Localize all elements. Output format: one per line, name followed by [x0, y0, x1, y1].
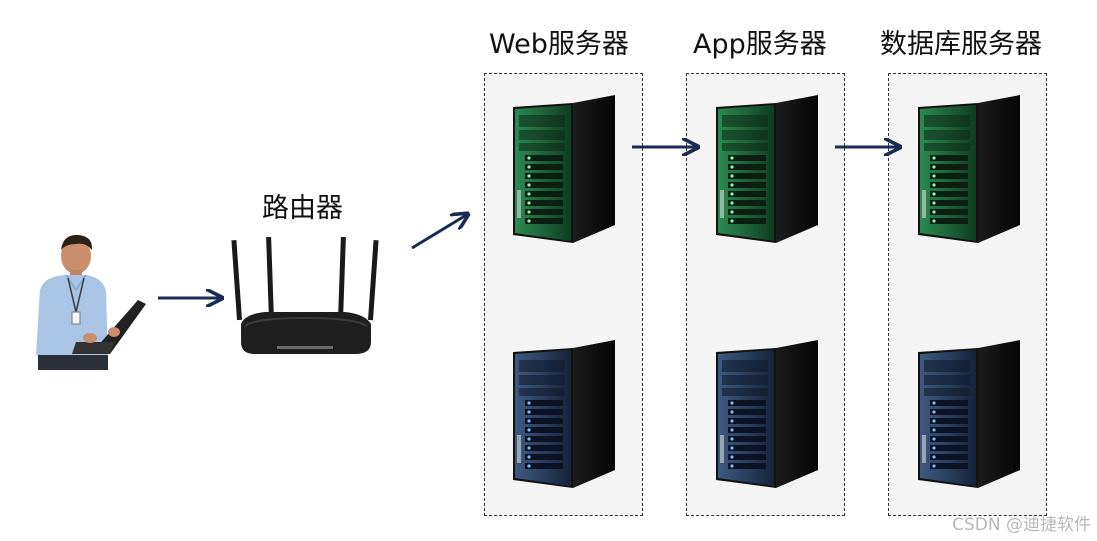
db-server-1-icon [912, 95, 1022, 245]
app-server-1-icon [710, 95, 820, 245]
router-label: 路由器 [262, 193, 343, 224]
app-server-group-label: App服务器 [693, 29, 827, 60]
arrow-router-to-web [411, 214, 468, 250]
web-server-group-label: Web服务器 [489, 29, 629, 60]
web-server-1-icon [507, 95, 617, 245]
person-with-laptop-icon [36, 234, 146, 370]
db-server-group-label: 数据库服务器 [880, 29, 1042, 60]
db-server-2-icon [912, 340, 1022, 490]
watermark: CSDN @迪捷软件 [952, 515, 1091, 535]
web-server-2-icon [507, 340, 617, 490]
wifi-router-icon [231, 236, 379, 354]
app-server-2-icon [710, 340, 820, 490]
